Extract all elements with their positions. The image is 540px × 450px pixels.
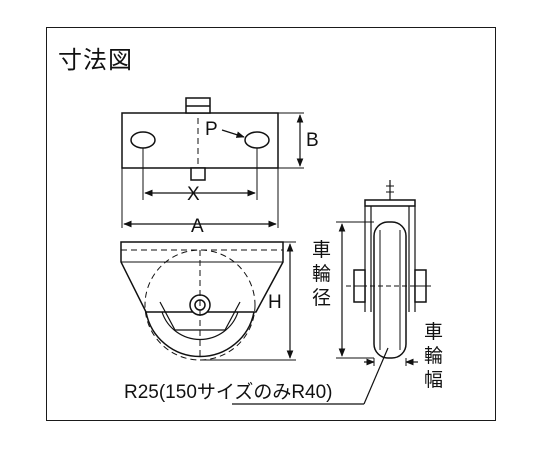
label-b: B — [306, 130, 319, 151]
side-wheel — [373, 221, 407, 359]
label-radius-note: R25(150サイズのみR40) — [124, 381, 333, 403]
label-p: P — [205, 119, 218, 140]
diagram-title: 寸法図 — [58, 46, 133, 74]
top-view — [121, 97, 304, 228]
mounting-plate — [121, 112, 279, 169]
label-a: A — [191, 216, 204, 237]
wheel-visible — [145, 311, 255, 358]
label-wheel-width-3: 幅 — [424, 369, 443, 391]
label-x: X — [187, 184, 200, 205]
side-view — [336, 180, 434, 366]
side-bracket — [364, 206, 416, 312]
leader-radius — [232, 347, 389, 405]
label-wheel-diameter-2: 輪 — [312, 263, 331, 285]
leader-p — [221, 129, 245, 138]
label-h: H — [268, 292, 282, 313]
axle-nut-bottom — [190, 167, 206, 181]
label-wheel-width-2: 輪 — [424, 345, 443, 367]
front-view — [120, 241, 296, 361]
label-wheel-diameter-1: 車 — [312, 239, 331, 261]
label-wheel-diameter-3: 径 — [312, 287, 331, 309]
label-wheel-width-1: 車 — [424, 321, 443, 343]
